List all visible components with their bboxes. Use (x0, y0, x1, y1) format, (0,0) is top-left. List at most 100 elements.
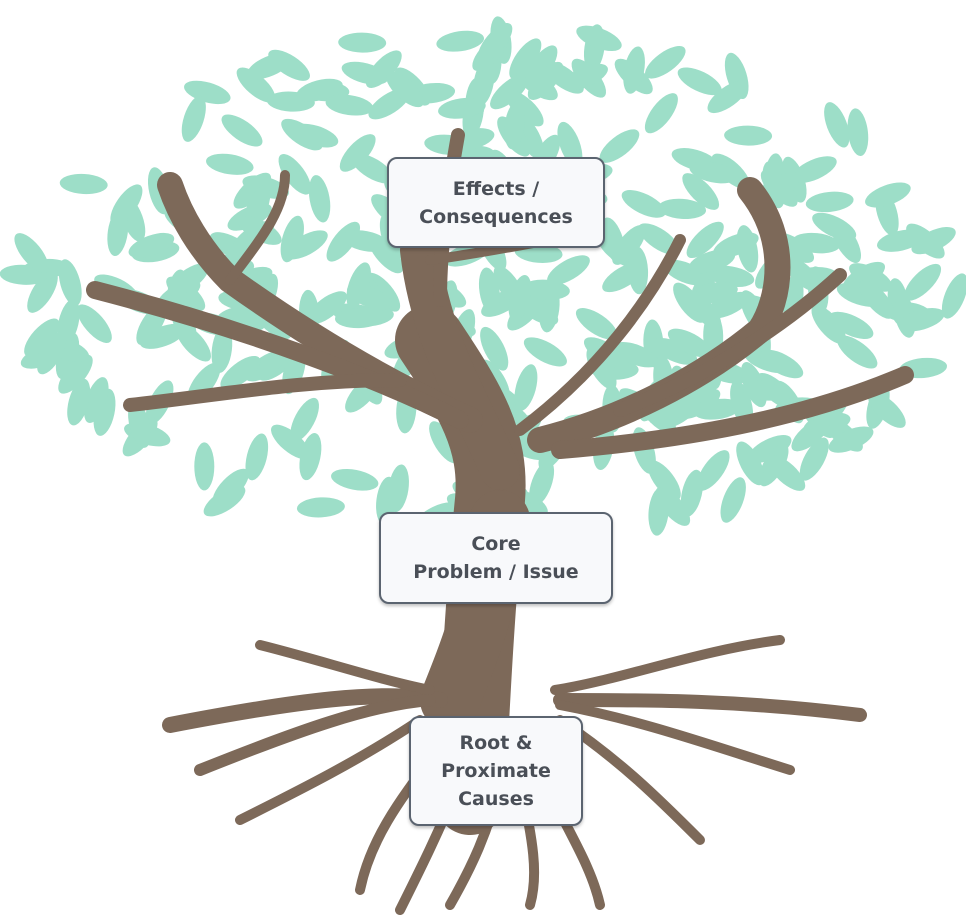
branch-left-twig (225, 170, 290, 285)
leaf (828, 426, 874, 453)
leaf (767, 455, 806, 491)
leaf (705, 291, 750, 319)
leaf (627, 246, 649, 295)
leaf (271, 424, 310, 460)
leaf (707, 80, 749, 114)
leaf (296, 497, 345, 518)
leaf (268, 49, 310, 81)
core-line-1: Core (471, 533, 521, 555)
leaf (290, 397, 320, 442)
leaf (648, 487, 669, 536)
leaf (331, 468, 379, 491)
root-line-2: Proximate (441, 760, 551, 782)
leaf (829, 311, 874, 340)
leaf (184, 80, 231, 105)
leaf (706, 265, 755, 287)
leaf (697, 450, 730, 491)
leaf (477, 23, 513, 62)
branch-left-low (123, 373, 407, 412)
leaf (645, 46, 686, 79)
leaf (868, 392, 906, 428)
leaf (623, 46, 645, 94)
leaf (209, 232, 254, 261)
leaf (849, 263, 893, 292)
leaf (792, 156, 837, 183)
leaf (805, 191, 854, 213)
leaf (480, 326, 509, 371)
leaf (509, 38, 542, 80)
leaf (128, 232, 175, 258)
leaf (644, 93, 678, 134)
leaf (347, 284, 393, 311)
leaf (245, 433, 269, 481)
leaf (194, 442, 215, 491)
leaf (812, 212, 857, 241)
leaf (220, 355, 261, 390)
leaf (689, 161, 737, 184)
leaf-canopy (0, 16, 966, 536)
leaf (478, 267, 501, 316)
leaf (686, 290, 722, 330)
leaf (547, 255, 590, 285)
leaf (525, 45, 558, 87)
effects-consequences-box: Effects / Consequences (387, 157, 605, 248)
leaf (904, 263, 942, 301)
leaf (682, 173, 720, 210)
leaf (557, 121, 583, 168)
leaf (847, 108, 869, 157)
root (555, 700, 795, 775)
leaf (791, 416, 831, 452)
leaf (59, 173, 108, 195)
leaf (523, 337, 567, 367)
leaf (221, 114, 263, 147)
leaf (24, 318, 60, 357)
leaf (563, 63, 608, 91)
leaf (37, 331, 67, 375)
leaf (368, 234, 404, 274)
leaf (906, 223, 945, 259)
leaf (84, 377, 109, 424)
leaf (575, 308, 618, 340)
leaf (504, 101, 526, 150)
leaf (236, 67, 276, 103)
leaf (677, 67, 722, 96)
leaf (824, 102, 850, 148)
leaf (898, 308, 945, 332)
leaf (680, 469, 704, 517)
leaf (621, 190, 666, 218)
leaf (529, 460, 555, 507)
leaf (338, 32, 387, 53)
root (194, 694, 436, 776)
leaf (638, 223, 680, 255)
leaf (613, 342, 659, 368)
leaf (365, 50, 402, 89)
root (255, 640, 435, 695)
leaf (308, 175, 331, 223)
leaf (736, 441, 765, 486)
leaf (837, 335, 878, 369)
leaf (212, 468, 249, 506)
leaf (107, 208, 129, 257)
leaf (658, 198, 707, 220)
branch-right-upper (514, 234, 686, 436)
core-problem-box: Core Problem / Issue (379, 512, 613, 604)
leaf (720, 477, 746, 523)
root (553, 693, 867, 722)
leaf (514, 364, 538, 411)
leaf (345, 306, 394, 327)
branch-right-low (551, 366, 914, 459)
leaf (759, 349, 804, 379)
leaf (325, 94, 374, 116)
core-line-2: Problem / Issue (413, 561, 579, 583)
root (550, 635, 785, 695)
leaf (667, 328, 712, 358)
leaf (388, 464, 409, 513)
root-line-3: Causes (458, 788, 534, 810)
leaf (58, 354, 93, 394)
branch-right-mid (613, 268, 847, 417)
leaf (128, 400, 151, 448)
leaf (181, 95, 206, 142)
leaf (663, 259, 709, 286)
leaf (576, 25, 622, 51)
